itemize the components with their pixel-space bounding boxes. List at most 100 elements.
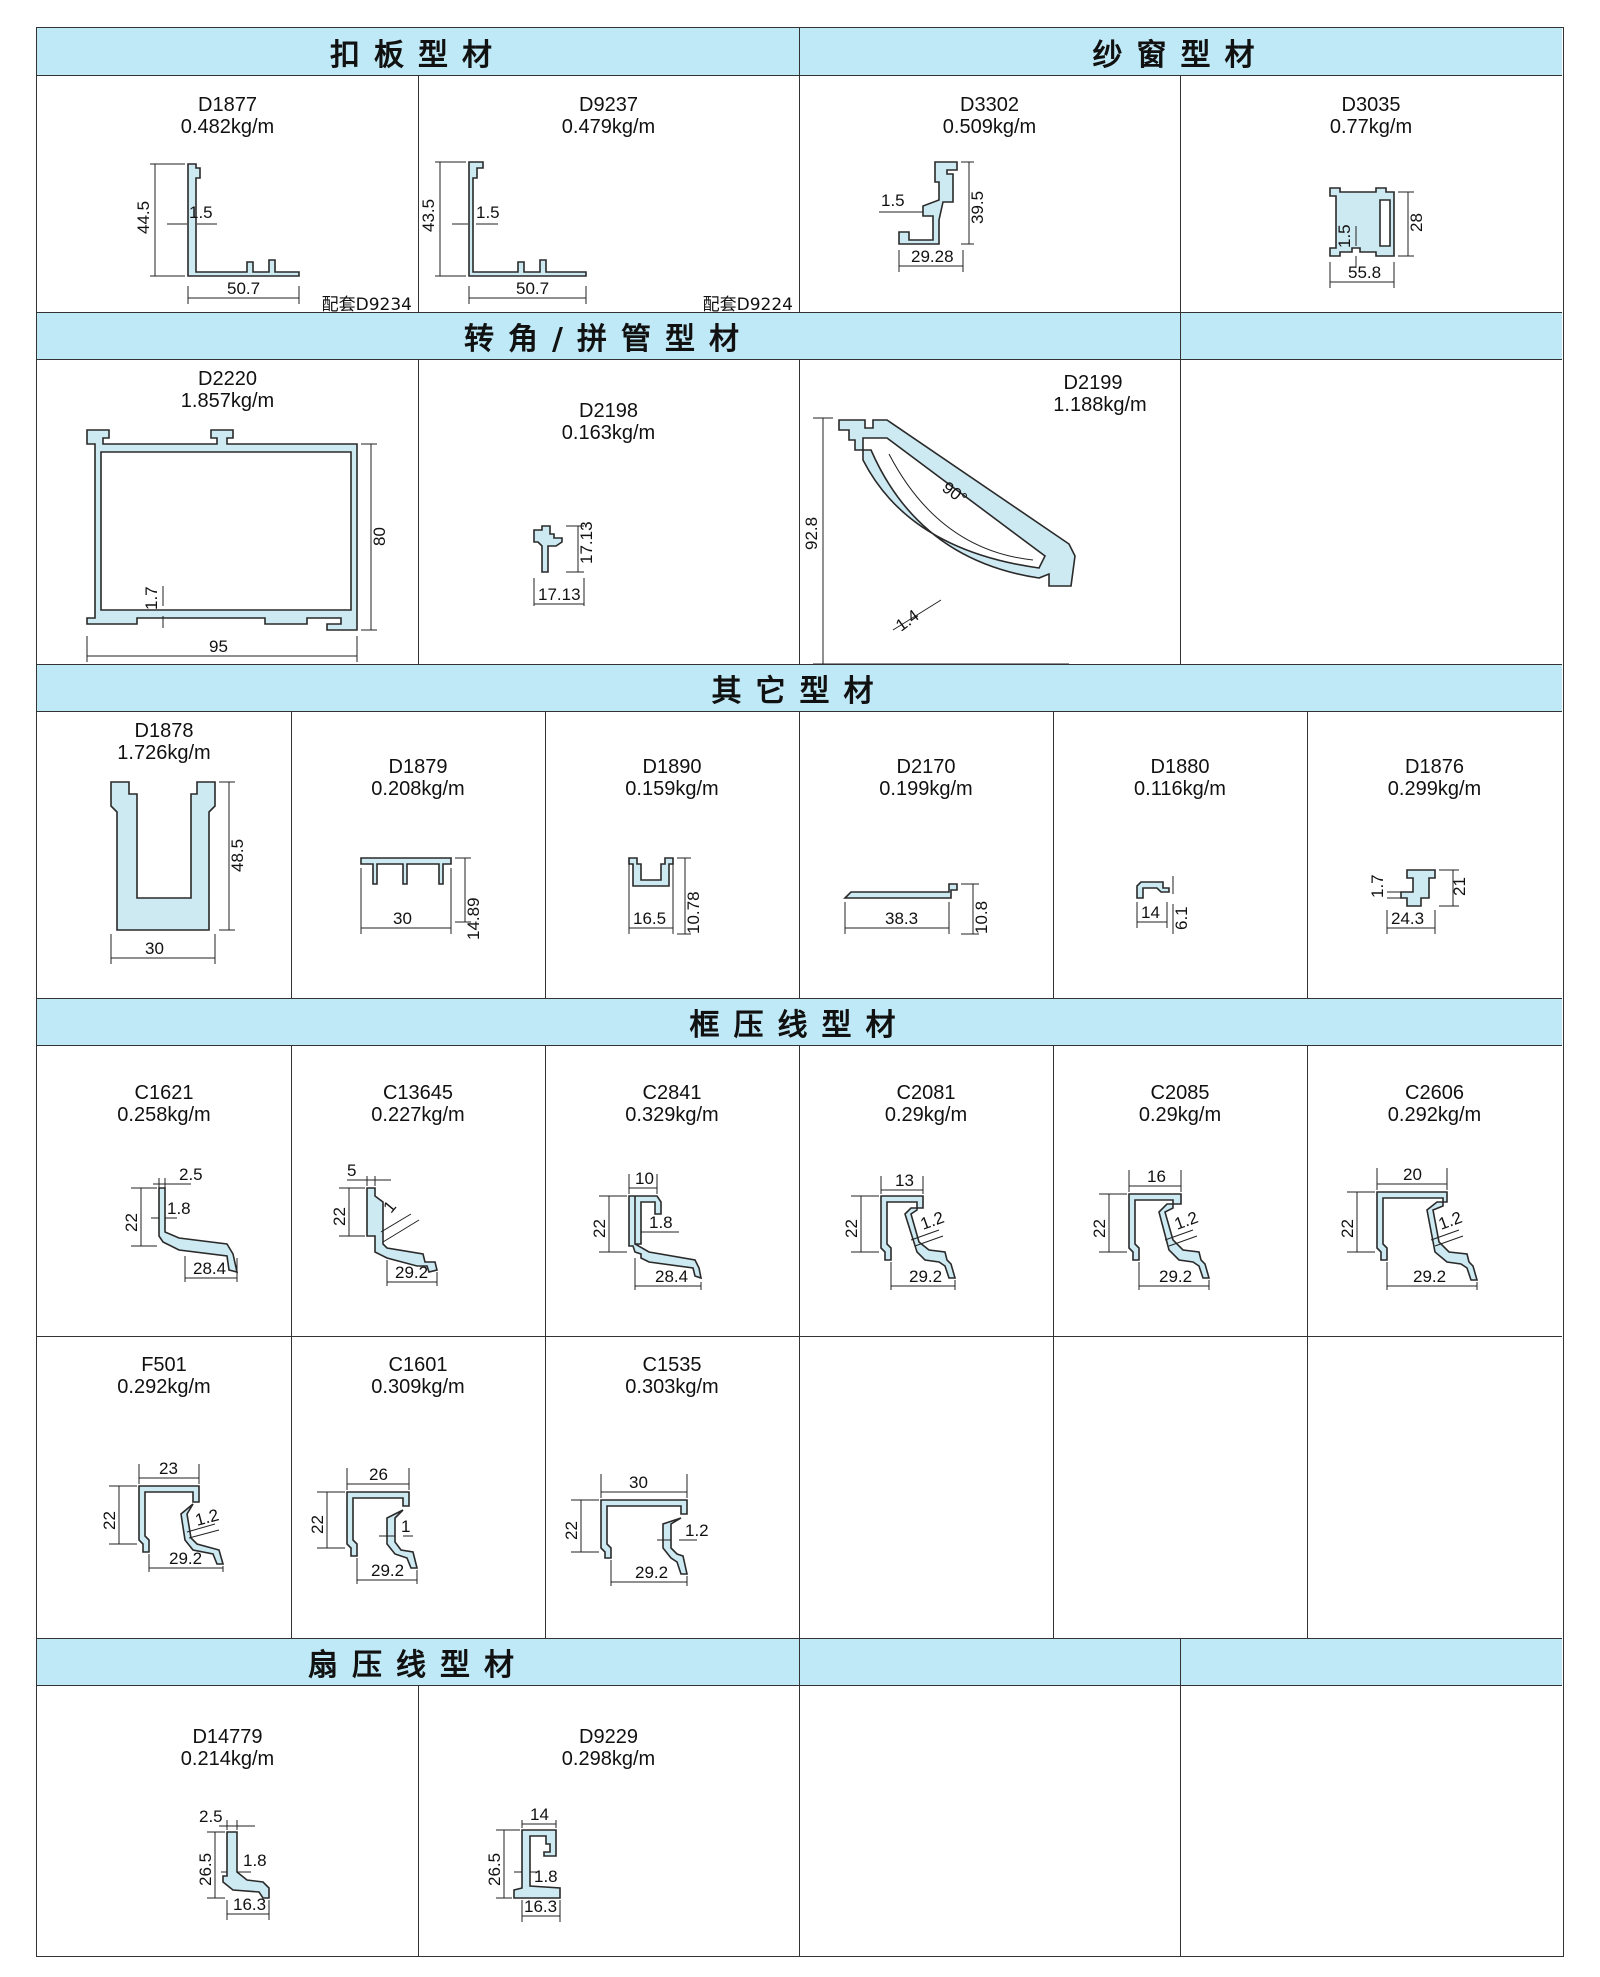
dim-height: 92.8: [802, 517, 821, 550]
profile-code: C2841: [642, 1082, 702, 1104]
dim-width: 28.4: [193, 1259, 226, 1278]
profile-drawing-d1890: 16.5 10.78: [628, 857, 703, 935]
profile-code: D1890: [642, 756, 702, 778]
profile-card-d1876[interactable]: D1876 0.299kg/m 21 1.7 24.3: [1307, 712, 1562, 998]
profile-drawing-d2220: 80 1.7 95: [86, 429, 389, 662]
dim-height: 10.78: [684, 891, 703, 934]
dim-width: 29.2: [1413, 1267, 1446, 1286]
dim-top: 26: [369, 1465, 388, 1484]
dim-top: 13: [895, 1171, 914, 1190]
profile-card-f501[interactable]: F501 0.292kg/m 23 22 1.2 29.2: [37, 1338, 291, 1638]
profile-weight: 1.857kg/m: [180, 390, 275, 412]
profile-drawing-d9237: 43.5 1.5 50.7: [419, 161, 587, 304]
profile-weight: 0.227kg/m: [371, 1104, 465, 1126]
profile-weight: 0.199kg/m: [879, 778, 973, 800]
profile-weight: 0.303kg/m: [625, 1376, 719, 1398]
profile-drawing-c2606: 20 22 1.2 29.2: [1338, 1165, 1479, 1290]
dim-width: 95: [209, 637, 228, 656]
matching-note: 配套D9224: [702, 295, 793, 315]
profile-code: D14779: [192, 1726, 263, 1748]
dim-height: 39.5: [968, 191, 987, 224]
profile-drawing-d14779: 2.5 26.5 1.8 16.3: [196, 1807, 270, 1920]
dim-height: 10.8: [972, 901, 991, 934]
profile-weight: 0.208kg/m: [371, 778, 465, 800]
profile-weight: 1.188kg/m: [1053, 394, 1147, 416]
dim-height: 22: [122, 1213, 141, 1232]
profile-drawing-d3302: 39.5 1.5 29.28: [879, 161, 987, 272]
dim-width: 38.3: [885, 909, 918, 928]
dim-thickness: 1.8: [534, 1867, 558, 1886]
profile-card-d2170[interactable]: D2170 0.199kg/m 10.8 38.3: [799, 712, 1053, 998]
dim-height: 80: [370, 527, 389, 546]
profile-card-d3035[interactable]: D3035 0.77kg/m 28 1.5 55.8: [1180, 76, 1562, 312]
profile-code: C1621: [134, 1082, 194, 1104]
section-title-zhuanjiao: 转角/拼管型材: [464, 322, 753, 357]
profile-drawing-c13645: 5 22 1 29.2: [330, 1161, 438, 1286]
profile-drawing-d1879: 14.89 30: [360, 857, 483, 940]
dim-height: 48.5: [228, 839, 247, 872]
profile-card-c2606[interactable]: C2606 0.292kg/m 20 22 1.2 29.2: [1307, 1046, 1562, 1336]
dim-height: 21: [1450, 877, 1469, 896]
profile-card-c2085[interactable]: C2085 0.29kg/m 16 22 1.2 29.2: [1053, 1046, 1307, 1336]
dim-top: 14: [530, 1805, 549, 1824]
section-title-kouban: 扣板型材: [330, 37, 506, 73]
profile-drawing-c2085: 16 22 1.2 29.2: [1090, 1167, 1211, 1290]
dim-top: 23: [159, 1459, 178, 1478]
profile-weight: 0.509kg/m: [942, 116, 1037, 138]
profile-drawing-c1535: 30 22 1.2 29.2: [562, 1473, 709, 1586]
dim-height: 22: [308, 1515, 327, 1534]
dim-width: 50.7: [516, 279, 549, 298]
profile-code: D2170: [896, 756, 956, 778]
profile-drawing-d9229: 14 26.5 1.8 16.3: [485, 1805, 561, 1922]
profile-card-c2081[interactable]: C2081 0.29kg/m 13 22 1.2 29.2: [799, 1046, 1053, 1336]
section-title-qita: 其它型材: [711, 674, 888, 709]
profile-code: D1877: [198, 94, 257, 116]
dim-width: 30: [393, 909, 412, 928]
dim-height: 22: [1090, 1219, 1109, 1238]
profile-code: C2081: [896, 1082, 956, 1104]
profile-card-d9237[interactable]: D9237 0.479kg/m 43.5 1.5 50.7 配套D9224: [418, 76, 799, 315]
dim-wall: 1.4: [892, 606, 922, 635]
dim-thickness: 1.5: [1335, 224, 1354, 248]
profile-code: C1535: [642, 1354, 702, 1376]
profile-card-d2220[interactable]: D2220 1.857kg/m 80 1.7 95: [37, 360, 418, 664]
profile-card-c2841[interactable]: C2841 0.329kg/m 10 22 1.8 28.4: [545, 1046, 799, 1336]
profile-card-d9229[interactable]: D9229 0.298kg/m 14 26.5 1.8 16.3: [418, 1686, 799, 1956]
profile-card-d1877[interactable]: D1877 0.482kg/m 44.5 1.5 50.7 配套D9234: [37, 76, 418, 315]
dim-width: 24.3: [1391, 909, 1424, 928]
profile-card-c1601[interactable]: C1601 0.309kg/m 26 22 1 29.2: [291, 1338, 545, 1638]
dim-wall: 1.7: [142, 586, 161, 610]
dim-wall: 1.7: [1368, 874, 1387, 898]
profile-card-d1890[interactable]: D1890 0.159kg/m 16.5 10.78: [545, 712, 799, 998]
dim-width: 29.2: [909, 1267, 942, 1286]
profile-card-d2199[interactable]: D2199 1.188kg/m 92.8 90° 1.4: [799, 360, 1180, 665]
dim-width: 29.2: [1159, 1267, 1192, 1286]
section-band-4: 框压线型材: [37, 998, 1562, 1046]
profile-card-d1879[interactable]: D1879 0.208kg/m 14.89 30: [291, 712, 545, 998]
profile-weight: 0.29kg/m: [1138, 1104, 1222, 1126]
profile-card-c1535[interactable]: C1535 0.303kg/m 30 22 1.2 29.2: [545, 1338, 799, 1638]
dim-width: 16.5: [633, 909, 666, 928]
profile-drawing-f501: 23 22 1.2 29.2: [100, 1459, 225, 1572]
dim-width: 17.13: [538, 585, 581, 604]
profile-code: D2198: [579, 400, 638, 422]
profile-card-c13645[interactable]: C13645 0.227kg/m 5 22 1 29.2: [291, 1046, 545, 1336]
dim-height: 22: [1338, 1219, 1357, 1238]
profile-weight: 0.482kg/m: [180, 116, 275, 138]
profile-card-d1878[interactable]: D1878 1.726kg/m 48.5 30: [37, 712, 291, 998]
profile-drawing-d2198: 17.13 17.13: [533, 521, 596, 606]
profile-drawing-d1878: 48.5 30: [110, 781, 247, 964]
dim-height: 43.5: [419, 199, 438, 232]
dim-thickness: 1.2: [918, 1208, 947, 1234]
profile-card-d2198[interactable]: D2198 0.163kg/m 17.13 17.13: [418, 360, 799, 664]
profile-card-d14779[interactable]: D14779 0.214kg/m 2.5 26.5 1.8 16.3: [37, 1686, 418, 1956]
profile-drawing-d1880: 6.1 14: [1136, 876, 1191, 934]
dim-thickness: 1: [401, 1517, 410, 1536]
dim-height: 22: [562, 1521, 581, 1540]
dim-width: 50.7: [227, 279, 260, 298]
profile-card-d1880[interactable]: D1880 0.116kg/m 6.1 14: [1053, 712, 1307, 998]
profile-card-d3302[interactable]: D3302 0.509kg/m 39.5 1.5 29.28: [799, 76, 1180, 312]
dim-width: 29.2: [169, 1549, 202, 1568]
dim-thickness: 1.8: [167, 1199, 191, 1218]
profile-card-c1621[interactable]: C1621 0.258kg/m 2.5 22 1.8 28.4: [37, 1046, 291, 1336]
